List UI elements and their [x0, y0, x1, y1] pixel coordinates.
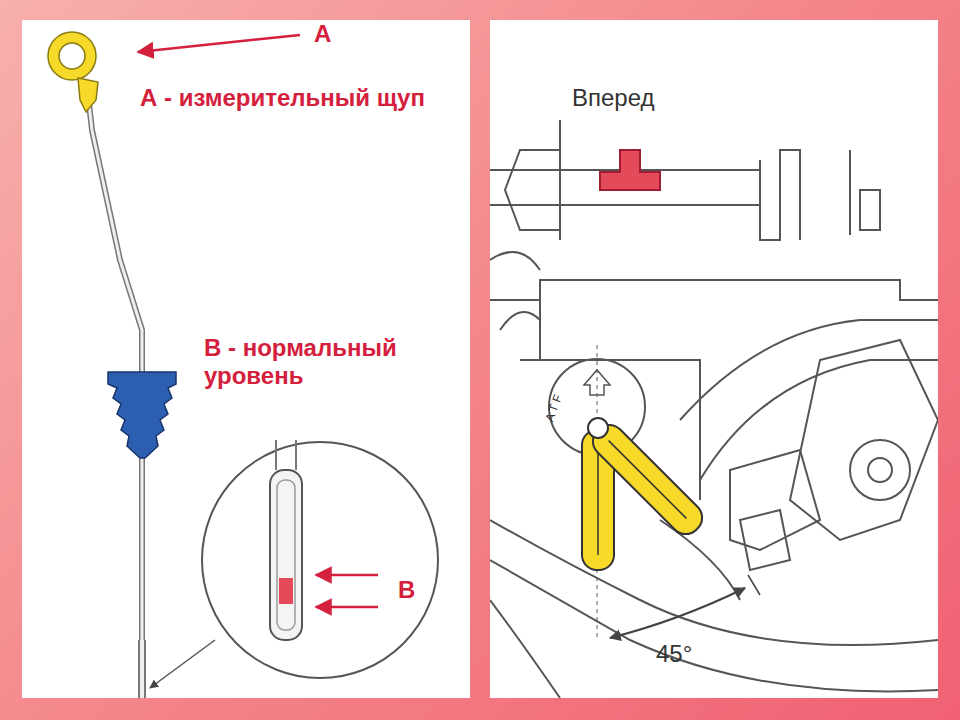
angle-dimension: 45°	[656, 640, 726, 668]
right-panel	[490, 20, 938, 698]
callout-letter: A	[314, 20, 354, 48]
circle-marking: ATF	[540, 381, 570, 433]
part-name: А - измерительный щуп	[140, 84, 450, 112]
part-name: В - нормальный уровень	[204, 334, 464, 389]
callout-letter: B	[398, 576, 438, 604]
engine	[490, 120, 938, 698]
atf-dipstick	[582, 418, 760, 638]
direction-label: Вперед	[572, 84, 732, 112]
